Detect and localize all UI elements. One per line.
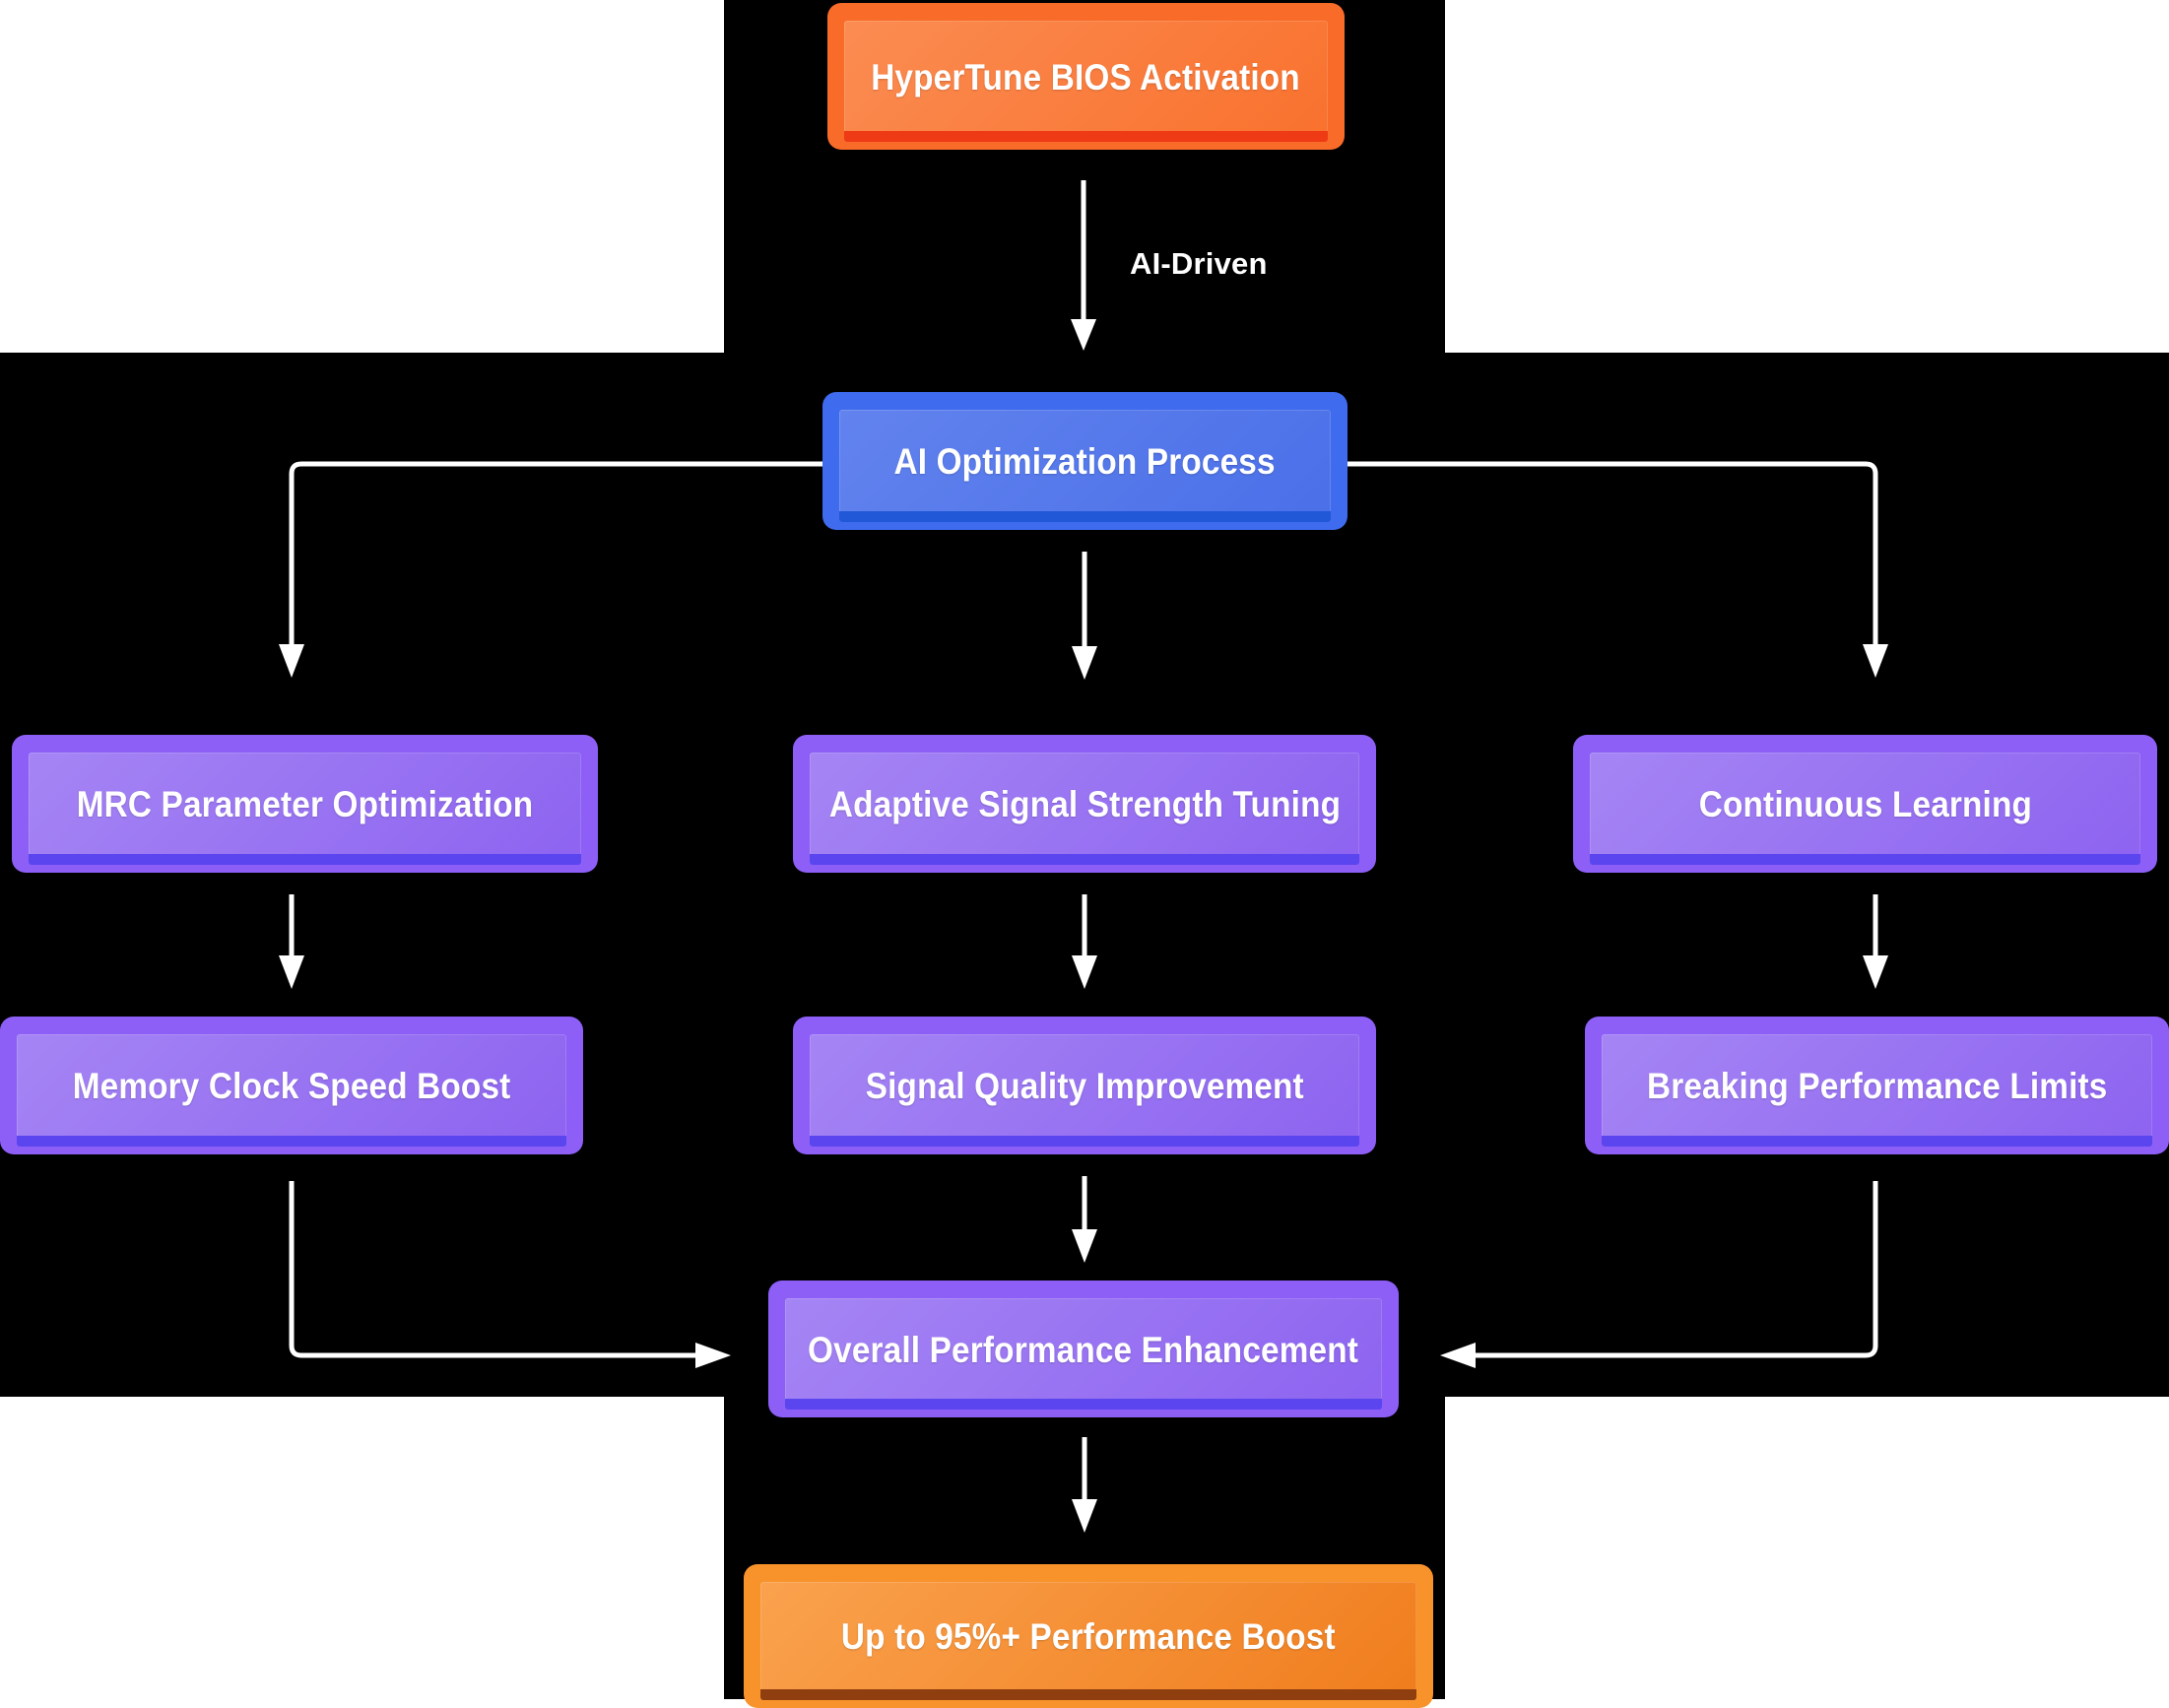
node-memory-clock-speed-boost: Memory Clock Speed Boost [0, 1017, 583, 1154]
node-label: Up to 95%+ Performance Boost [841, 1616, 1336, 1657]
node-accent-strip [810, 1136, 1359, 1147]
node-mrc-parameter-optimization: MRC Parameter Optimization [12, 735, 598, 873]
node-accent-strip [785, 1399, 1382, 1410]
node-accent-strip [17, 1136, 566, 1147]
node-label: Continuous Learning [1698, 784, 2032, 824]
node-continuous-learning: Continuous Learning [1573, 735, 2157, 873]
node-breaking-performance-limits: Breaking Performance Limits [1585, 1017, 2169, 1154]
node-signal-quality-improvement: Signal Quality Improvement [793, 1017, 1376, 1154]
node-overall-performance-enhancement: Overall Performance Enhancement [768, 1281, 1399, 1417]
node-label: Adaptive Signal Strength Tuning [828, 784, 1341, 824]
node-accent-strip [844, 131, 1328, 142]
node-label: AI Optimization Process [893, 441, 1277, 482]
node-panel: Overall Performance Enhancement [785, 1298, 1382, 1410]
node-label: Signal Quality Improvement [865, 1066, 1304, 1106]
node-up-to-95-performance-boost: Up to 95%+ Performance Boost [744, 1564, 1433, 1708]
node-accent-strip [29, 854, 581, 865]
node-label: Overall Performance Enhancement [808, 1329, 1359, 1370]
node-accent-strip [1590, 854, 2140, 865]
node-label: HyperTune BIOS Activation [871, 56, 1301, 98]
node-panel: Up to 95%+ Performance Boost [760, 1582, 1416, 1700]
node-panel: Breaking Performance Limits [1602, 1034, 2152, 1147]
node-accent-strip [810, 854, 1359, 865]
node-label: MRC Parameter Optimization [76, 784, 534, 824]
node-accent-strip [760, 1689, 1416, 1700]
node-accent-strip [839, 511, 1331, 522]
node-label: Breaking Performance Limits [1646, 1066, 2108, 1106]
node-panel: MRC Parameter Optimization [29, 753, 581, 865]
node-panel: Signal Quality Improvement [810, 1034, 1359, 1147]
node-adaptive-signal-strength-tuning: Adaptive Signal Strength Tuning [793, 735, 1376, 873]
node-panel: AI Optimization Process [839, 410, 1331, 522]
edge-label-ai-driven: AI-Driven [1130, 246, 1268, 281]
node-accent-strip [1602, 1136, 2152, 1147]
node-hypertune-bios-activation: HyperTune BIOS Activation [827, 3, 1345, 150]
node-panel: HyperTune BIOS Activation [844, 21, 1328, 142]
node-label: Memory Clock Speed Boost [72, 1066, 511, 1106]
node-panel: Adaptive Signal Strength Tuning [810, 753, 1359, 865]
node-panel: Continuous Learning [1590, 753, 2140, 865]
node-panel: Memory Clock Speed Boost [17, 1034, 566, 1147]
node-ai-optimization-process: AI Optimization Process [822, 392, 1347, 530]
